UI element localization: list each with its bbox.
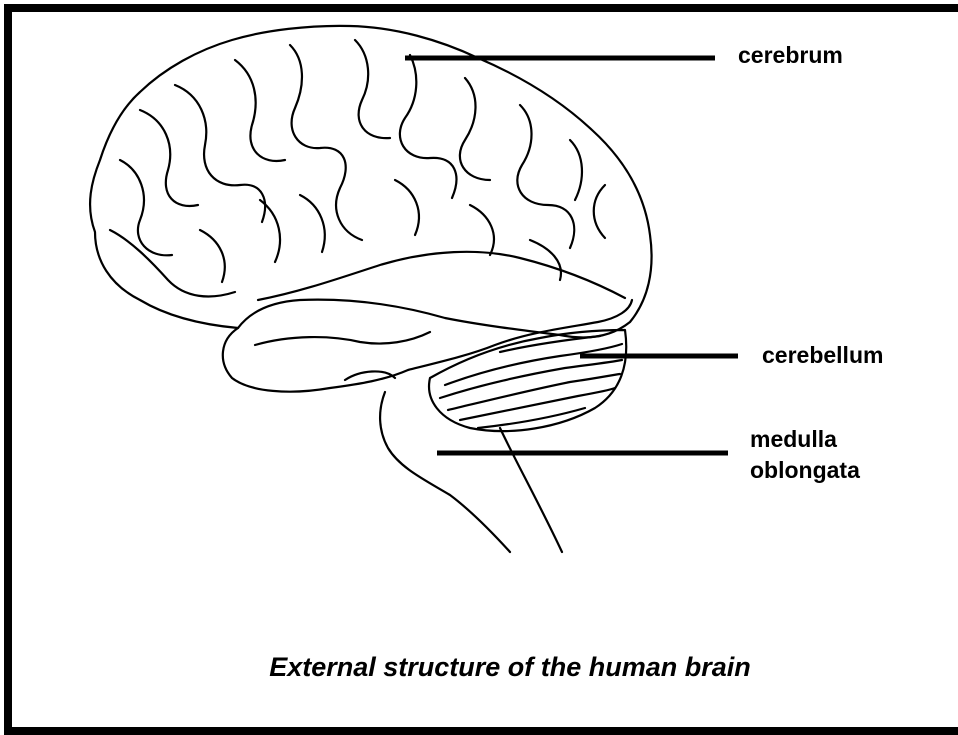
label-medulla-line1: medulla: [750, 426, 837, 453]
diagram-caption: External structure of the human brain: [0, 652, 958, 683]
label-cerebellum: cerebellum: [762, 342, 883, 369]
label-cerebrum: cerebrum: [738, 42, 843, 69]
label-medulla-line2: oblongata: [750, 457, 860, 484]
